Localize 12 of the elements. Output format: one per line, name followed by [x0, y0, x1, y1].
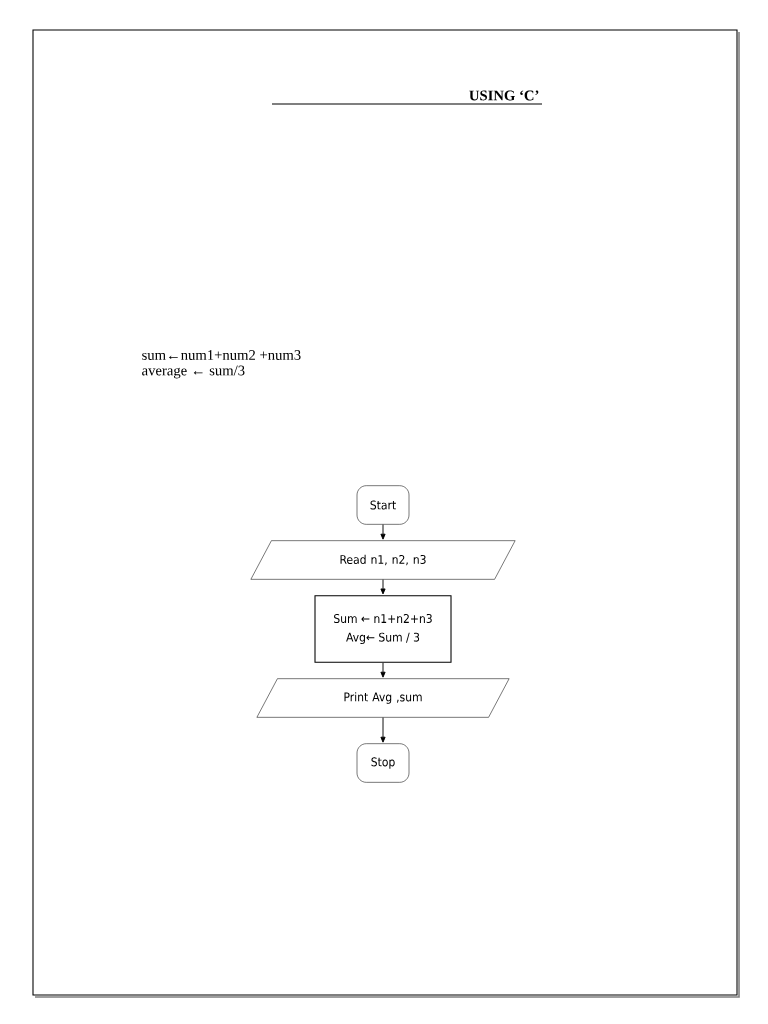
title: USING ‘C’	[271, 90, 543, 105]
io-parallelogram: Read n1, n2, n3	[250, 540, 516, 580]
formula-line: sum←num1+num2 +num3	[142, 350, 301, 360]
terminal-box: Stop	[356, 743, 410, 783]
process-box: Sum ← n1+n2+n3 Avg← Sum / 3	[314, 595, 452, 663]
formula-line: average ← sum/3	[142, 365, 245, 379]
arrow	[380, 662, 386, 678]
io-parallelogram: Print Avg ,sum	[256, 678, 510, 718]
arrow	[380, 579, 386, 595]
terminal-box: Start	[356, 485, 410, 525]
arrow	[380, 524, 386, 540]
arrow	[380, 717, 386, 743]
